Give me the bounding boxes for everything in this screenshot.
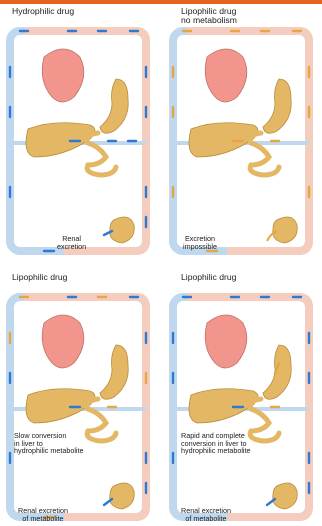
panel-lipophilic-rapid-conversion: Lipophilic drug Rapid and complete conve… [167,273,317,525]
excretion-label: Renal excretion [57,235,86,250]
circulation-diagram [167,273,317,525]
excretion-label: Excretion impossible [183,235,217,250]
stomach-shape [100,79,128,133]
circulation-diagram [4,273,154,525]
heart-shape [205,315,247,368]
kidney-shape [273,483,298,509]
kidney-shape [273,217,298,243]
kidney-shape [110,483,135,509]
panel-lipophilic-no-metabolism: Lipophilic drug no metabolism Excretion … [167,7,317,259]
conversion-note: Rapid and complete conversion in liver t… [181,432,251,455]
intestine-shape [250,399,279,441]
panel-hydrophilic-drug: Hydrophilic drug Renal excretion [4,7,154,259]
panel-title: Lipophilic drug [181,273,236,282]
intestine-shape [87,399,116,441]
heart-shape [42,315,84,368]
panel-lipophilic-slow-conversion: Lipophilic drug Slow conversion in liver… [4,273,154,525]
circulation-diagram [4,7,154,259]
panel-title: Lipophilic drug no metabolism [181,7,237,26]
stomach-shape [263,345,291,399]
excretion-label: Renal excretion of metabolite [181,507,231,522]
circulation-diagram [167,7,317,259]
intestine-shape [250,133,279,175]
kidney-shape [110,217,135,243]
intestine-shape [87,133,116,175]
panel-title: Lipophilic drug [12,273,67,282]
stomach-shape [263,79,291,133]
excretion-label: Renal excretion of metabolite [18,507,68,522]
panel-title: Hydrophilic drug [12,7,74,16]
stomach-shape [100,345,128,399]
heart-shape [42,49,84,102]
heart-shape [205,49,247,102]
conversion-note: Slow conversion in liver to hydrophilic … [14,432,84,455]
header-accent-bar [0,0,322,4]
